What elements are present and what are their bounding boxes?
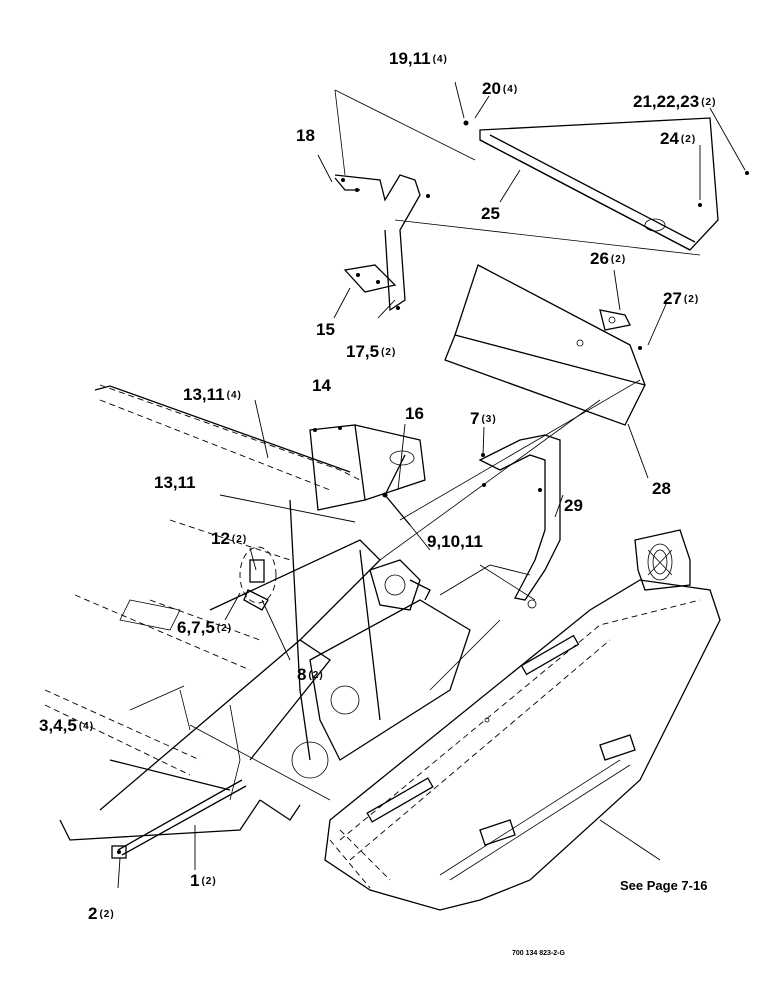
callout-text: 3,4,5 [39,716,77,735]
item-2-clevis [111,845,127,859]
callout-text: 21,22,23 [633,92,700,111]
callout-qty: (4) [226,390,242,401]
side-shroud [324,579,721,911]
callout-26: 26(2) [590,250,626,267]
callout-24: 24(2) [660,130,696,147]
callout-text: 13,11 [154,473,196,492]
item-25-deflector [463,117,749,251]
callout-text: 7 [470,409,480,428]
item-18-bracket [334,174,430,312]
see-page-note: See Page 7-16 [620,878,708,893]
callout-text: 20 [482,79,501,98]
item-29-support [478,434,561,609]
callout-qty: (2) [216,623,233,634]
item-12-latch [239,546,277,611]
item-26-latch [599,309,642,350]
callout-7: 7(3) [470,410,497,427]
callout-qty: (4) [78,721,95,732]
callout-text: 28 [652,479,671,498]
explosion-lines [179,89,701,731]
callout-12: 12(2) [211,530,247,547]
callout-qty: (2) [680,134,697,145]
callout-text: 8 [297,665,307,684]
callout-text: 14 [312,376,331,395]
callout-text: 17,5 [346,342,380,361]
callout-17-5: 17,5(2) [346,343,396,360]
callout-text: 25 [481,204,500,223]
callout-29: 29 [564,497,585,514]
callout-qty: (2) [308,670,324,681]
callout-text: 9,10,11 [427,532,483,551]
header-frame [44,384,471,841]
callout-20: 20(4) [482,80,518,97]
callout-qty: (2) [231,534,248,545]
callout-qty: (3) [481,414,497,425]
callout-text: 16 [405,404,424,423]
callout-2: 2(2) [88,905,115,922]
callout-16: 16 [405,405,426,422]
item-15-clamp [343,264,400,310]
callout-28: 28 [652,480,673,497]
callout-text: 2 [88,904,98,923]
callout-13-11-b: 13,11 [154,474,198,491]
callout-text: 24 [660,129,679,148]
callout-text: 26 [590,249,609,268]
callout-13-11-a: 13,11(4) [183,386,242,403]
item-14-plate [309,424,426,511]
callout-text: 13,11 [183,385,225,404]
callout-18: 18 [296,127,317,144]
callout-text: 12 [211,529,230,548]
callout-6-7-5: 6,7,5(2) [177,619,232,636]
callout-8: 8(2) [297,666,324,683]
callout-19-11: 19,11(4) [389,50,448,67]
callout-text: 19,11 [389,49,431,68]
item-1-rod [117,724,331,856]
callout-text: 27 [663,289,682,308]
callout-leaders [117,81,746,889]
callout-text: 18 [296,126,315,145]
callout-qty: (4) [432,54,448,65]
callout-qty: (2) [683,294,700,305]
callout-9-10-11: 9,10,11 [427,533,485,550]
gearbox [369,559,431,611]
callout-text: 15 [316,320,335,339]
callout-25: 25 [481,205,502,222]
callout-text: 29 [564,496,583,515]
callout-14: 14 [312,377,333,394]
callout-qty: (2) [701,97,717,108]
callout-text: 1 [190,871,200,890]
callout-qty: (4) [502,84,519,95]
callout-27: 27(2) [663,290,699,307]
callout-qty: (2) [610,254,627,265]
callout-15: 15 [316,321,337,338]
item-16-rod [382,454,411,526]
item-28-shield [444,264,646,426]
callout-3-4-5: 3,4,5(4) [39,717,94,734]
callout-1: 1(2) [190,872,217,889]
fan-guard [634,529,691,591]
callout-qty: (2) [201,876,217,887]
part-number: 700 134 823-2-G [512,950,565,957]
callout-21-22-23: 21,22,23(2) [633,93,716,110]
callout-qty: (2) [99,909,115,920]
callout-text: 6,7,5 [177,618,215,637]
callout-qty: (2) [381,347,397,358]
